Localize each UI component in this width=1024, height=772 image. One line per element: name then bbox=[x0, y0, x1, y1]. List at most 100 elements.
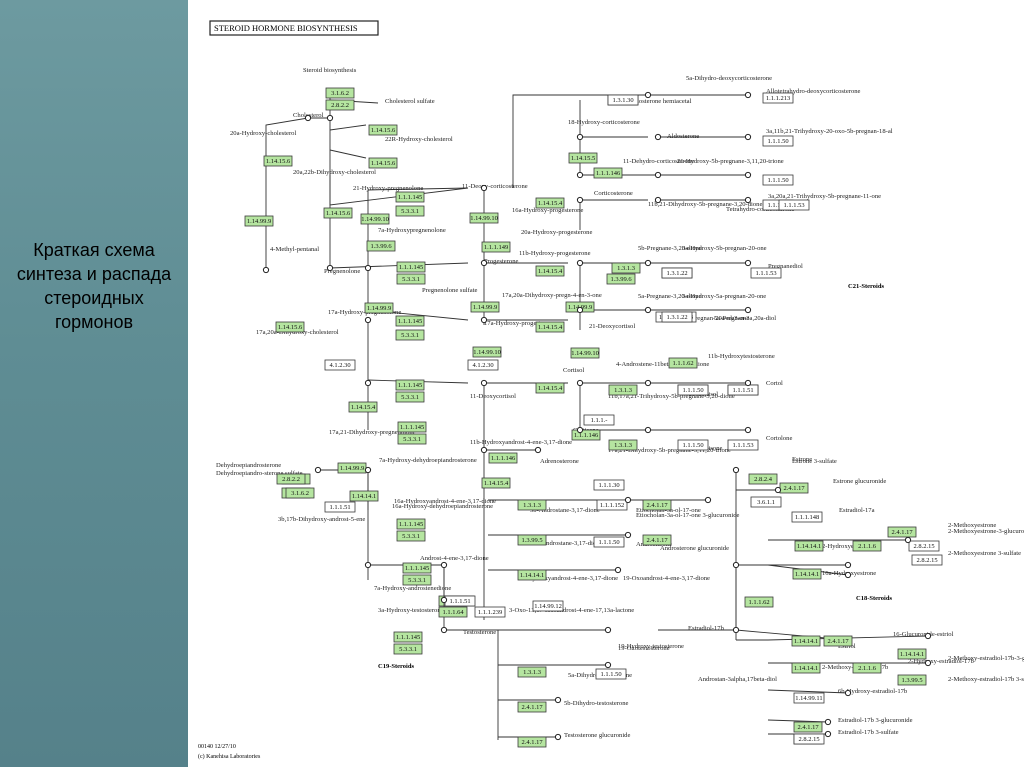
enzyme-box[interactable]: 1.1.1.62 bbox=[744, 596, 774, 608]
enzyme-box[interactable]: 5.3.3.1 bbox=[395, 391, 425, 403]
enzyme-box[interactable]: 1.1.1.146 bbox=[488, 452, 518, 464]
compound-node[interactable] bbox=[440, 561, 448, 569]
enzyme-box[interactable]: 5.3.3.1 bbox=[393, 643, 423, 655]
compound-node[interactable] bbox=[576, 133, 584, 141]
compound-node[interactable] bbox=[774, 486, 782, 494]
compound-node[interactable] bbox=[654, 171, 662, 179]
reference-enzyme-box[interactable]: 1.1.1.50 bbox=[762, 174, 794, 186]
reference-enzyme-box[interactable]: 1.1.1.148 bbox=[791, 511, 823, 523]
enzyme-box[interactable]: 1.14.15.6 bbox=[263, 155, 293, 167]
enzyme-box[interactable]: 1.14.15.4 bbox=[535, 382, 565, 394]
enzyme-box[interactable]: 2.4.1.17 bbox=[517, 736, 547, 748]
reference-enzyme-box[interactable]: 1.1.1.50 bbox=[677, 384, 709, 396]
enzyme-box[interactable]: 2.4.1.17 bbox=[517, 701, 547, 713]
compound-node[interactable] bbox=[624, 531, 632, 539]
enzyme-box[interactable]: 1.14.15.6 bbox=[368, 124, 398, 136]
compound-node[interactable] bbox=[744, 426, 752, 434]
compound-node[interactable] bbox=[744, 306, 752, 314]
enzyme-box[interactable]: 2.4.1.17 bbox=[779, 482, 809, 494]
enzyme-box[interactable]: 2.1.1.6 bbox=[852, 662, 882, 674]
reference-enzyme-box[interactable]: 1.1.1.51 bbox=[324, 501, 356, 513]
reference-enzyme-box[interactable]: 1.1.1.53 bbox=[750, 267, 782, 279]
enzyme-box[interactable]: 1.14.99.9 bbox=[337, 462, 367, 474]
enzyme-box[interactable]: 1.14.15.4 bbox=[535, 265, 565, 277]
compound-node[interactable] bbox=[364, 561, 372, 569]
compound-node[interactable] bbox=[576, 379, 584, 387]
enzyme-box[interactable]: 1.14.14.1 bbox=[792, 568, 822, 580]
enzyme-box[interactable]: 2.8.2.2 bbox=[276, 473, 306, 485]
enzyme-box[interactable]: 3.1.6.2 bbox=[325, 87, 355, 99]
reference-enzyme-box[interactable]: 4.1.2.30 bbox=[324, 359, 356, 371]
compound-node[interactable] bbox=[614, 566, 622, 574]
compound-node[interactable] bbox=[364, 264, 372, 272]
enzyme-box[interactable]: 5.3.3.1 bbox=[395, 329, 425, 341]
reference-enzyme-box[interactable]: 1.14.99.12 bbox=[532, 600, 564, 612]
enzyme-box[interactable]: 2.4.1.17 bbox=[793, 721, 823, 733]
enzyme-box[interactable]: 2.4.1.17 bbox=[642, 499, 672, 511]
enzyme-box[interactable]: 2.4.1.17 bbox=[642, 534, 672, 546]
reference-enzyme-box[interactable]: 1.1.1.53 bbox=[778, 199, 810, 211]
compound-node[interactable] bbox=[744, 196, 752, 204]
compound-node[interactable] bbox=[480, 379, 488, 387]
compound-node[interactable] bbox=[744, 171, 752, 179]
compound-node[interactable] bbox=[576, 259, 584, 267]
enzyme-box[interactable]: 1.3.99.5 bbox=[517, 534, 547, 546]
enzyme-box[interactable]: 3.1.6.2 bbox=[285, 487, 315, 499]
reference-enzyme-box[interactable]: 2.8.2.15 bbox=[908, 540, 940, 552]
reference-enzyme-box[interactable]: 2.8.2.15 bbox=[793, 733, 825, 745]
enzyme-box[interactable]: 1.14.99.10 bbox=[570, 347, 600, 359]
enzyme-box[interactable]: 1.1.1.146 bbox=[593, 167, 623, 179]
compound-node[interactable] bbox=[924, 632, 932, 640]
compound-node[interactable] bbox=[654, 196, 662, 204]
compound-node[interactable] bbox=[604, 661, 612, 669]
compound-node[interactable] bbox=[440, 596, 448, 604]
enzyme-box[interactable]: 2.1.1.6 bbox=[852, 540, 882, 552]
compound-node[interactable] bbox=[624, 496, 632, 504]
enzyme-box[interactable]: 1.14.99.10 bbox=[472, 346, 502, 358]
enzyme-box[interactable]: 1.14.14.1 bbox=[791, 635, 821, 647]
compound-node[interactable] bbox=[704, 496, 712, 504]
reference-enzyme-box[interactable]: 1.3.1.30 bbox=[607, 94, 639, 106]
enzyme-box[interactable]: 1.14.99.9 bbox=[244, 215, 274, 227]
enzyme-box[interactable]: 5.3.3.1 bbox=[402, 574, 432, 586]
reference-enzyme-box[interactable]: 1.1.1.50 bbox=[677, 439, 709, 451]
reference-enzyme-box[interactable]: 1.1.1.152 bbox=[596, 499, 628, 511]
compound-node[interactable] bbox=[480, 316, 488, 324]
reference-enzyme-box[interactable]: 1.1.1.51 bbox=[444, 595, 476, 607]
compound-node[interactable] bbox=[824, 718, 832, 726]
compound-node[interactable] bbox=[924, 659, 932, 667]
compound-node[interactable] bbox=[604, 626, 612, 634]
enzyme-box[interactable]: 1.14.15.6 bbox=[323, 207, 353, 219]
compound-node[interactable] bbox=[364, 316, 372, 324]
compound-node[interactable] bbox=[326, 114, 334, 122]
compound-node[interactable] bbox=[732, 626, 740, 634]
enzyme-box[interactable]: 1.14.14.1 bbox=[349, 490, 379, 502]
enzyme-box[interactable]: 1.1.1.145 bbox=[396, 518, 426, 530]
reference-enzyme-box[interactable]: 1.14.99.11 bbox=[793, 692, 825, 704]
enzyme-box[interactable]: 1.1.1.146 bbox=[571, 429, 601, 441]
compound-node[interactable] bbox=[554, 696, 562, 704]
compound-node[interactable] bbox=[654, 133, 662, 141]
compound-node[interactable] bbox=[644, 379, 652, 387]
compound-node[interactable] bbox=[364, 466, 372, 474]
enzyme-box[interactable]: 1.1.1.145 bbox=[395, 379, 425, 391]
compound-node[interactable] bbox=[744, 91, 752, 99]
enzyme-box[interactable]: 5.3.3.1 bbox=[396, 273, 426, 285]
enzyme-box[interactable]: 2.8.2.2 bbox=[325, 99, 355, 111]
reference-enzyme-box[interactable]: 2.8.2.15 bbox=[911, 554, 943, 566]
enzyme-box[interactable]: 1.1.1.145 bbox=[395, 191, 425, 203]
reference-enzyme-box[interactable]: 3.6.1.1 bbox=[750, 496, 782, 508]
reference-enzyme-box[interactable]: 1.1.1.53 bbox=[727, 439, 759, 451]
enzyme-box[interactable]: 1.14.15.5 bbox=[568, 152, 598, 164]
enzyme-box[interactable]: 1.14.14.1 bbox=[791, 662, 821, 674]
enzyme-box[interactable]: 1.3.1.3 bbox=[608, 384, 638, 396]
compound-node[interactable] bbox=[314, 466, 322, 474]
enzyme-box[interactable]: 2.4.1.17 bbox=[823, 635, 853, 647]
enzyme-box[interactable]: 1.14.99.10 bbox=[360, 213, 390, 225]
reference-enzyme-box[interactable]: 1.1.1.30 bbox=[593, 479, 625, 491]
compound-node[interactable] bbox=[534, 446, 542, 454]
enzyme-box[interactable]: 1.1.1.145 bbox=[393, 631, 423, 643]
enzyme-box[interactable]: 1.3.1.3 bbox=[517, 666, 547, 678]
enzyme-box[interactable]: 1.3.99.6 bbox=[606, 273, 636, 285]
reference-enzyme-box[interactable]: 1.1.1.50 bbox=[762, 135, 794, 147]
